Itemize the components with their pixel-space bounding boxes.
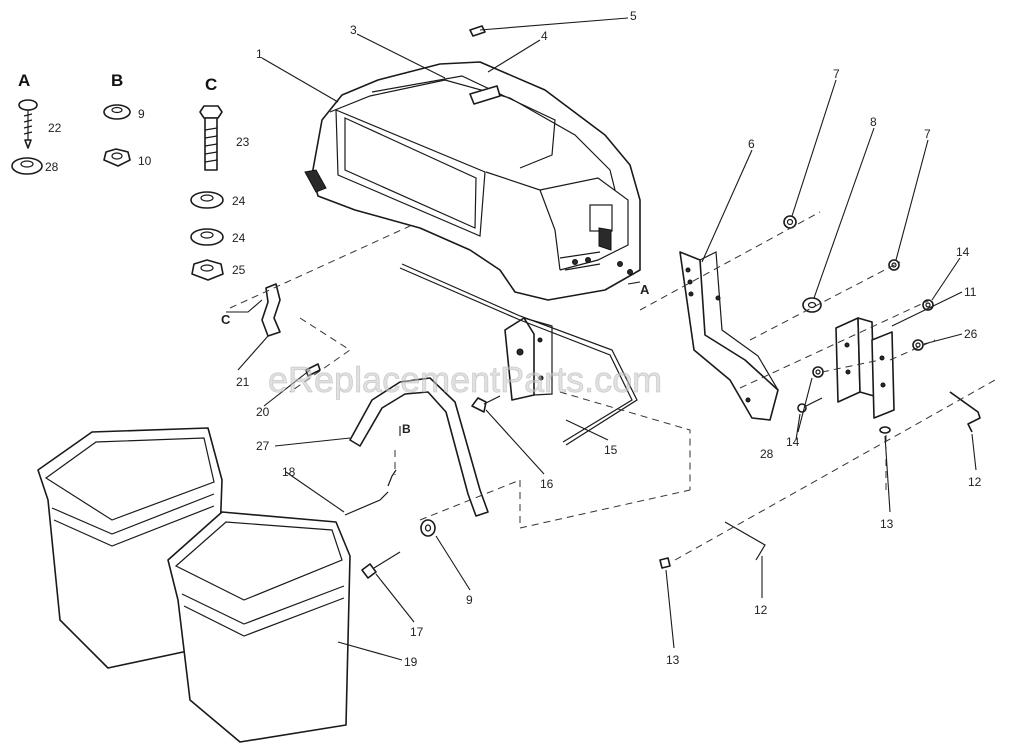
handle-27 (349, 377, 489, 517)
kit-a-label: A (18, 71, 30, 90)
spring-18 (344, 469, 397, 516)
watermark: eReplacementParts.com (268, 359, 662, 400)
callout-3: 3 (350, 23, 357, 37)
callout-14-top: 14 (956, 245, 970, 259)
bolt-17 (361, 551, 401, 579)
label-plate-4 (469, 85, 501, 105)
callout-24-a: 24 (232, 194, 246, 208)
callout-12-bottom: 12 (754, 603, 768, 617)
callout-16: 16 (540, 477, 554, 491)
callout-11: 11 (964, 285, 977, 299)
latch-21 (261, 283, 281, 337)
callout-6: 6 (748, 137, 755, 151)
callout-18: 18 (282, 465, 296, 479)
nut-7-a (783, 215, 797, 229)
kit-b-label: B (111, 71, 123, 90)
callout-7-b: 7 (924, 127, 931, 141)
screw-14-lower (797, 397, 823, 413)
bracket-11 (835, 317, 895, 419)
callout-25: 25 (232, 263, 246, 277)
callout-21: 21 (236, 375, 250, 389)
nut-26-right (912, 339, 924, 351)
nut-28-mid (812, 366, 824, 378)
assembly-lines (229, 211, 996, 561)
pin-13-bottom (659, 557, 671, 569)
callout-4: 4 (541, 29, 548, 43)
callout-26: 26 (964, 327, 978, 341)
callout-19: 19 (404, 655, 418, 669)
callout-15: 15 (604, 443, 618, 457)
callout-24-b: 24 (232, 231, 246, 245)
ref-b: B (402, 422, 411, 436)
callout-23: 23 (236, 135, 250, 149)
kit-b: B 9 10 (103, 71, 152, 168)
callout-28-kit: 28 (45, 160, 59, 174)
bin-front (167, 511, 351, 743)
cover-assembly (304, 61, 641, 301)
ref-c: C (221, 312, 231, 327)
callout-9-kit: 9 (138, 107, 145, 121)
callout-13-bottom: 13 (666, 653, 680, 667)
callout-12-right: 12 (968, 475, 982, 489)
callout-27: 27 (256, 439, 270, 453)
bolt-16 (471, 395, 501, 413)
callout-5: 5 (630, 9, 637, 23)
washer-9-kit (103, 104, 131, 120)
kit-c: C 23 24 24 25 (190, 75, 250, 281)
nut-25 (191, 259, 224, 281)
kit-a: A 22 28 (11, 71, 62, 175)
callout-7-a: 7 (833, 67, 840, 81)
washer-28-kit (11, 157, 43, 175)
pin-12-right (949, 391, 981, 433)
ref-a: A (640, 282, 650, 297)
rod-15 (399, 263, 638, 446)
clip-5 (469, 25, 486, 37)
washer-8 (802, 297, 822, 313)
pin-20 (305, 363, 321, 377)
callouts: 1 3 4 5 6 7 8 7 14 11 26 28 26 14 12 13 … (236, 9, 982, 669)
washer-9-loose (420, 519, 436, 537)
pin-12-bottom (724, 521, 766, 561)
pin-13-right (879, 426, 891, 434)
callout-8: 8 (870, 115, 877, 129)
bracket-6 (679, 251, 779, 421)
screw-22 (18, 99, 38, 149)
callout-9-loose: 9 (466, 593, 473, 607)
callout-14-lower: 14 (786, 435, 800, 449)
callout-1: 1 (256, 47, 263, 61)
callout-20: 20 (256, 405, 270, 419)
callout-17: 17 (410, 625, 424, 639)
washer-24-a (190, 191, 224, 209)
washer-24-b (190, 228, 224, 246)
nut-10 (103, 148, 131, 167)
bolt-23 (199, 105, 223, 171)
callout-22: 22 (48, 121, 62, 135)
callout-13-right: 13 (880, 517, 894, 531)
callout-10: 10 (138, 154, 152, 168)
kit-c-label: C (205, 75, 217, 94)
callout-28-mid: 28 (760, 447, 774, 461)
leader-lines (226, 17, 977, 661)
